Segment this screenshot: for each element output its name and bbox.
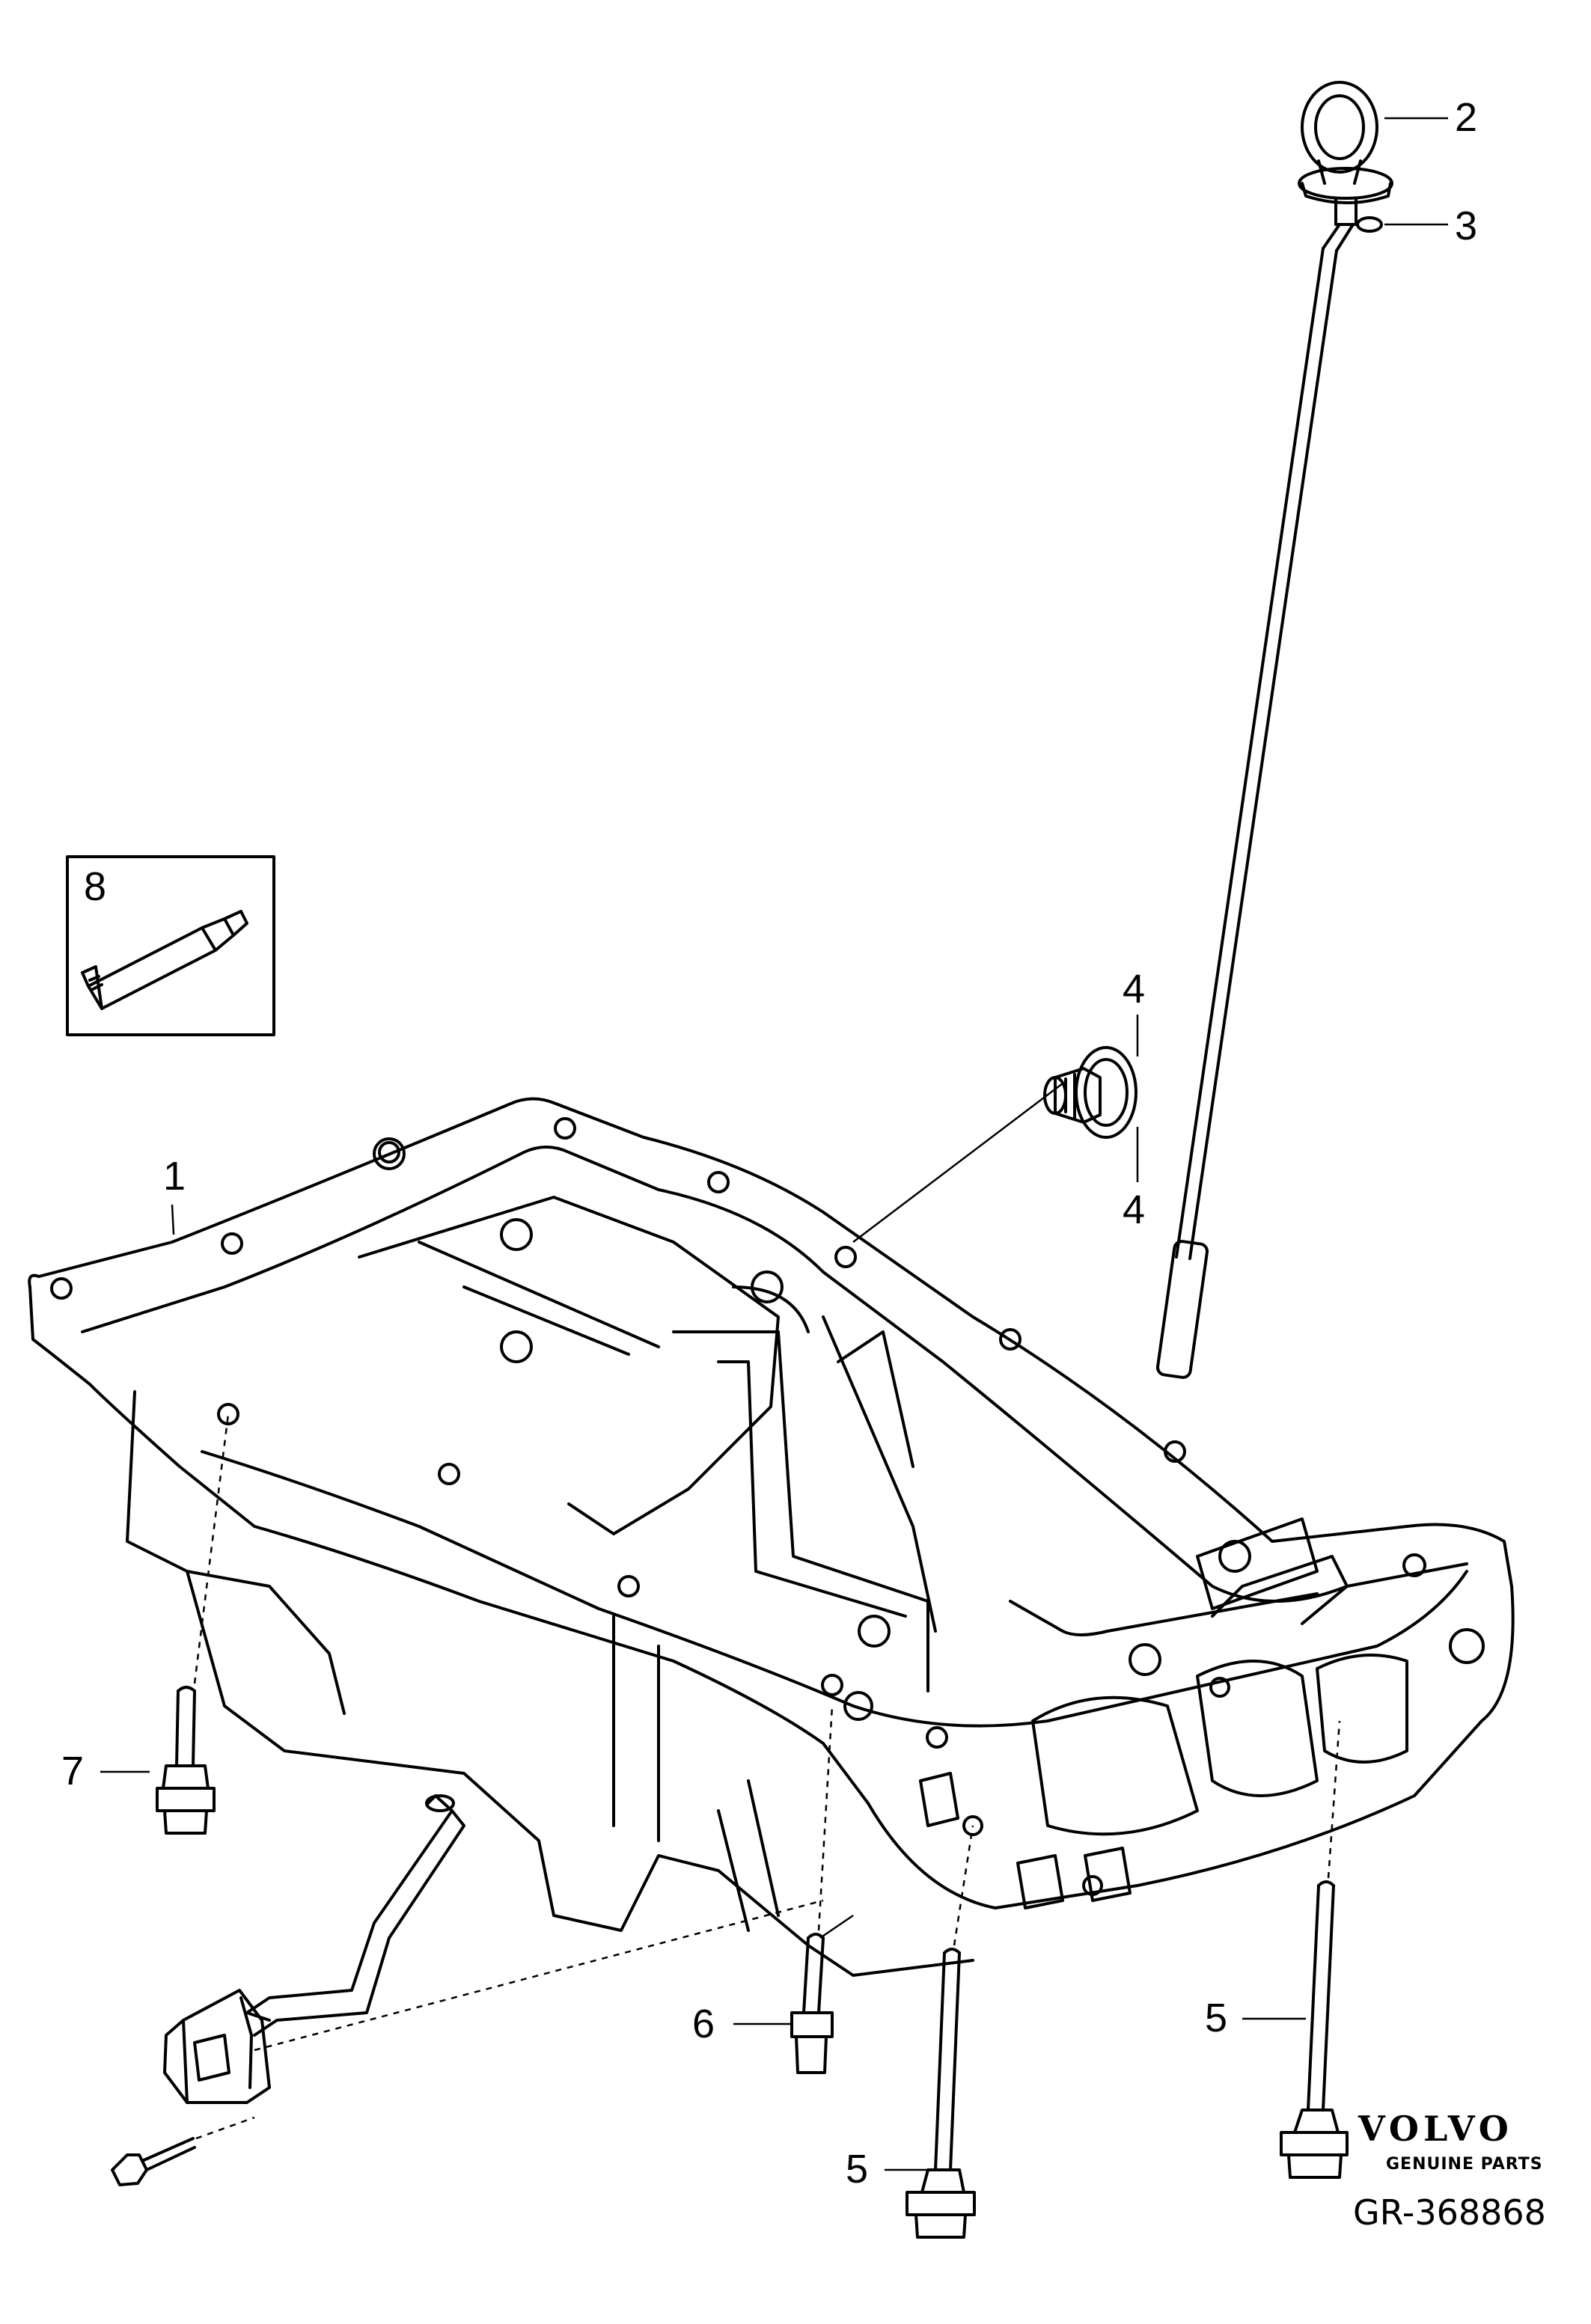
callout-5-right: 5 bbox=[1205, 1996, 1228, 2040]
stud-6 bbox=[790, 1933, 834, 2074]
oil-level-sensor bbox=[111, 1794, 465, 2186]
diagram-id: GR-368868 bbox=[1353, 2192, 1546, 2233]
callout-8: 8 bbox=[84, 864, 107, 909]
callout-7: 7 bbox=[61, 1749, 85, 1794]
callout-1: 1 bbox=[163, 1154, 186, 1199]
brand-logo: VOLVO bbox=[1358, 2109, 1513, 2149]
assembly-dashed-lines bbox=[193, 1413, 1341, 2140]
leader-lines bbox=[100, 117, 1448, 2171]
flange-bolt-holes bbox=[50, 1117, 1485, 1896]
drain-plug bbox=[1043, 1046, 1137, 1139]
oil-pan bbox=[28, 1097, 1515, 1977]
dipstick bbox=[1155, 81, 1393, 1379]
sealant-tube-icon bbox=[81, 910, 248, 1010]
callout-6: 6 bbox=[692, 2002, 715, 2046]
long-bolt-center bbox=[906, 1948, 976, 2239]
long-bolt-right bbox=[1280, 1880, 1349, 2179]
pan-bolt-heads bbox=[373, 1137, 1251, 1721]
callout-4-top: 4 bbox=[1123, 967, 1146, 1012]
callout-4-bottom: 4 bbox=[1123, 1187, 1146, 1232]
sealant-kit-box bbox=[66, 855, 275, 1036]
brand-subtitle: GENUINE PARTS bbox=[1386, 2155, 1543, 2174]
callout-2: 2 bbox=[1455, 95, 1478, 140]
callout-5-center: 5 bbox=[846, 2147, 869, 2192]
o-ring bbox=[1356, 216, 1383, 233]
stud-7 bbox=[156, 1686, 216, 1835]
callout-3: 3 bbox=[1455, 204, 1478, 248]
